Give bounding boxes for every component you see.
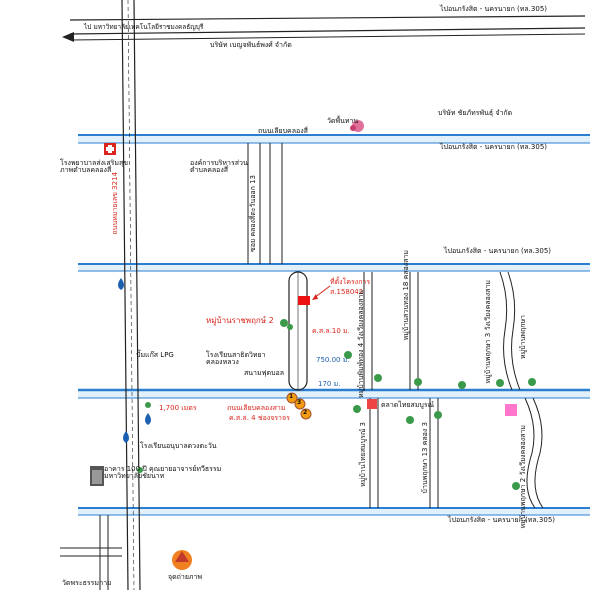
canal-bottom bbox=[78, 507, 590, 516]
canal-road-4-label: ถนนเลียบคลองสี่ bbox=[258, 127, 308, 135]
distance-170-label: 170 ม. bbox=[318, 380, 341, 388]
viewpoint-label: จุดถ่ายภาพ bbox=[168, 573, 203, 581]
project-code-label: ส.158042 bbox=[330, 288, 364, 296]
temple-top-label: วัดพื้นทาน bbox=[327, 117, 359, 125]
lpg-label: ปั๊มแก๊ส LPG bbox=[136, 351, 174, 359]
shop-icon bbox=[505, 404, 517, 416]
canal-klong-4 bbox=[78, 134, 590, 144]
tambon-office-label: องค์การบริหารส่วนตำบลคลองสี่ bbox=[190, 159, 248, 174]
gas-station-icon bbox=[118, 278, 124, 290]
project-marker bbox=[298, 296, 310, 305]
kss-10m-label: ค.ส.ล.10 ม. bbox=[312, 327, 350, 335]
soi-13-label: ซอย คลองสี่ตะวันออก 13 bbox=[249, 175, 257, 252]
company-1-label: บริษัท เบญจพันธ์พงศ์ จำกัด bbox=[210, 41, 292, 49]
project-title-label: ที่ตั้งโครงการ bbox=[330, 278, 371, 286]
village-right-1-label: หมู่บ้านพิมพ์ทอง 4 วังเวียงคลองสาม bbox=[357, 290, 365, 398]
top-left-direction-label: ไป มหาวิทยาลัยเทคโนโลยีราชมงคลธัญบุรี bbox=[84, 23, 204, 31]
village-right-4-label: หมู่บ้านพฤกษา bbox=[519, 315, 527, 360]
school-1-label: โรงเรียนสาธิตวิทยาคลองหลวง bbox=[206, 351, 266, 366]
school-2-label: โรงเรียนอนุบาลดวงตะวัน bbox=[140, 442, 217, 450]
village-lower-1-label: หมู่บ้านไทยสมบูรณ์ 3 bbox=[359, 422, 367, 487]
distance-1700-label: 1,700 เมตร bbox=[159, 404, 197, 412]
top-highway bbox=[62, 15, 586, 42]
canal-row3 bbox=[78, 263, 590, 272]
direction-bottom-label: ไปอนภรังสิต - นครนายก (ทล.305) bbox=[448, 516, 555, 524]
marker-3-number: 3 bbox=[297, 399, 302, 406]
canal-klong-3 bbox=[78, 388, 590, 399]
top-right-direction-label: ไปอนภรังสิต - นครนายก (ทล.305) bbox=[440, 5, 547, 13]
sports-field-label: สนามฟุตบอล bbox=[244, 369, 285, 377]
tree-icon bbox=[137, 319, 536, 490]
village-right-2-label: หมู่บ้านสวนทอง 18 คลองสาม bbox=[402, 250, 410, 341]
distance-750-label: 750.00 ม. bbox=[316, 356, 350, 364]
marker-1-icon bbox=[286, 392, 298, 404]
highway-3214-label: ถนนหมายเลข 3214 bbox=[111, 172, 119, 235]
marker-3-icon bbox=[294, 398, 306, 410]
highway-3214 bbox=[121, 0, 141, 591]
marker-2-icon bbox=[300, 408, 312, 420]
temple-bottom-label: วัดพระธรรมกาย bbox=[62, 579, 112, 587]
kss-4-lanes-label: ค.ส.ล. 4 ช่องจราจร bbox=[229, 414, 290, 422]
hospital-icon bbox=[104, 143, 116, 155]
building-label: อาคาร 100 ปี คุณยายอาจารย์ทวีธรรม มหาวิท… bbox=[104, 465, 222, 480]
hospital-label: โรงพยาบาลส่งเสริมสุขภาพตำบลคลองสี่ bbox=[60, 159, 129, 174]
market-label: ตลาดไทยสมบูรณ์ bbox=[381, 401, 435, 409]
village-lower-2-label: บ้านพฤกษา 13 คลอง 3 bbox=[421, 422, 429, 494]
village-right-3-label: หมู่บ้านพฤกษา 3 วังเวียงคลองสาม bbox=[484, 280, 492, 384]
marker-2-number: 2 bbox=[303, 409, 308, 416]
direction-row2-label: ไปอนภรังสิต - นครนายก (ทล.305) bbox=[440, 143, 547, 151]
village-name-label: หมู่บ้านราชพฤกษ์ 2 bbox=[206, 316, 274, 325]
canal-road-3-label: ถนนเลียบคลองสาม bbox=[227, 404, 286, 412]
direction-row3-label: ไปอนภรังสิต - นครนายก (ทล.305) bbox=[444, 247, 551, 255]
market-icon bbox=[367, 399, 377, 409]
gas-station-icon bbox=[123, 431, 129, 443]
marker-1-number: 1 bbox=[289, 393, 294, 400]
village-lower-3-label: หมู่บ้านพฤกษา 2 วังเวียงคลองสาม bbox=[519, 425, 527, 529]
company-2-label: บริษัท ชัยภัทรพันธุ์ จำกัด bbox=[438, 109, 513, 117]
